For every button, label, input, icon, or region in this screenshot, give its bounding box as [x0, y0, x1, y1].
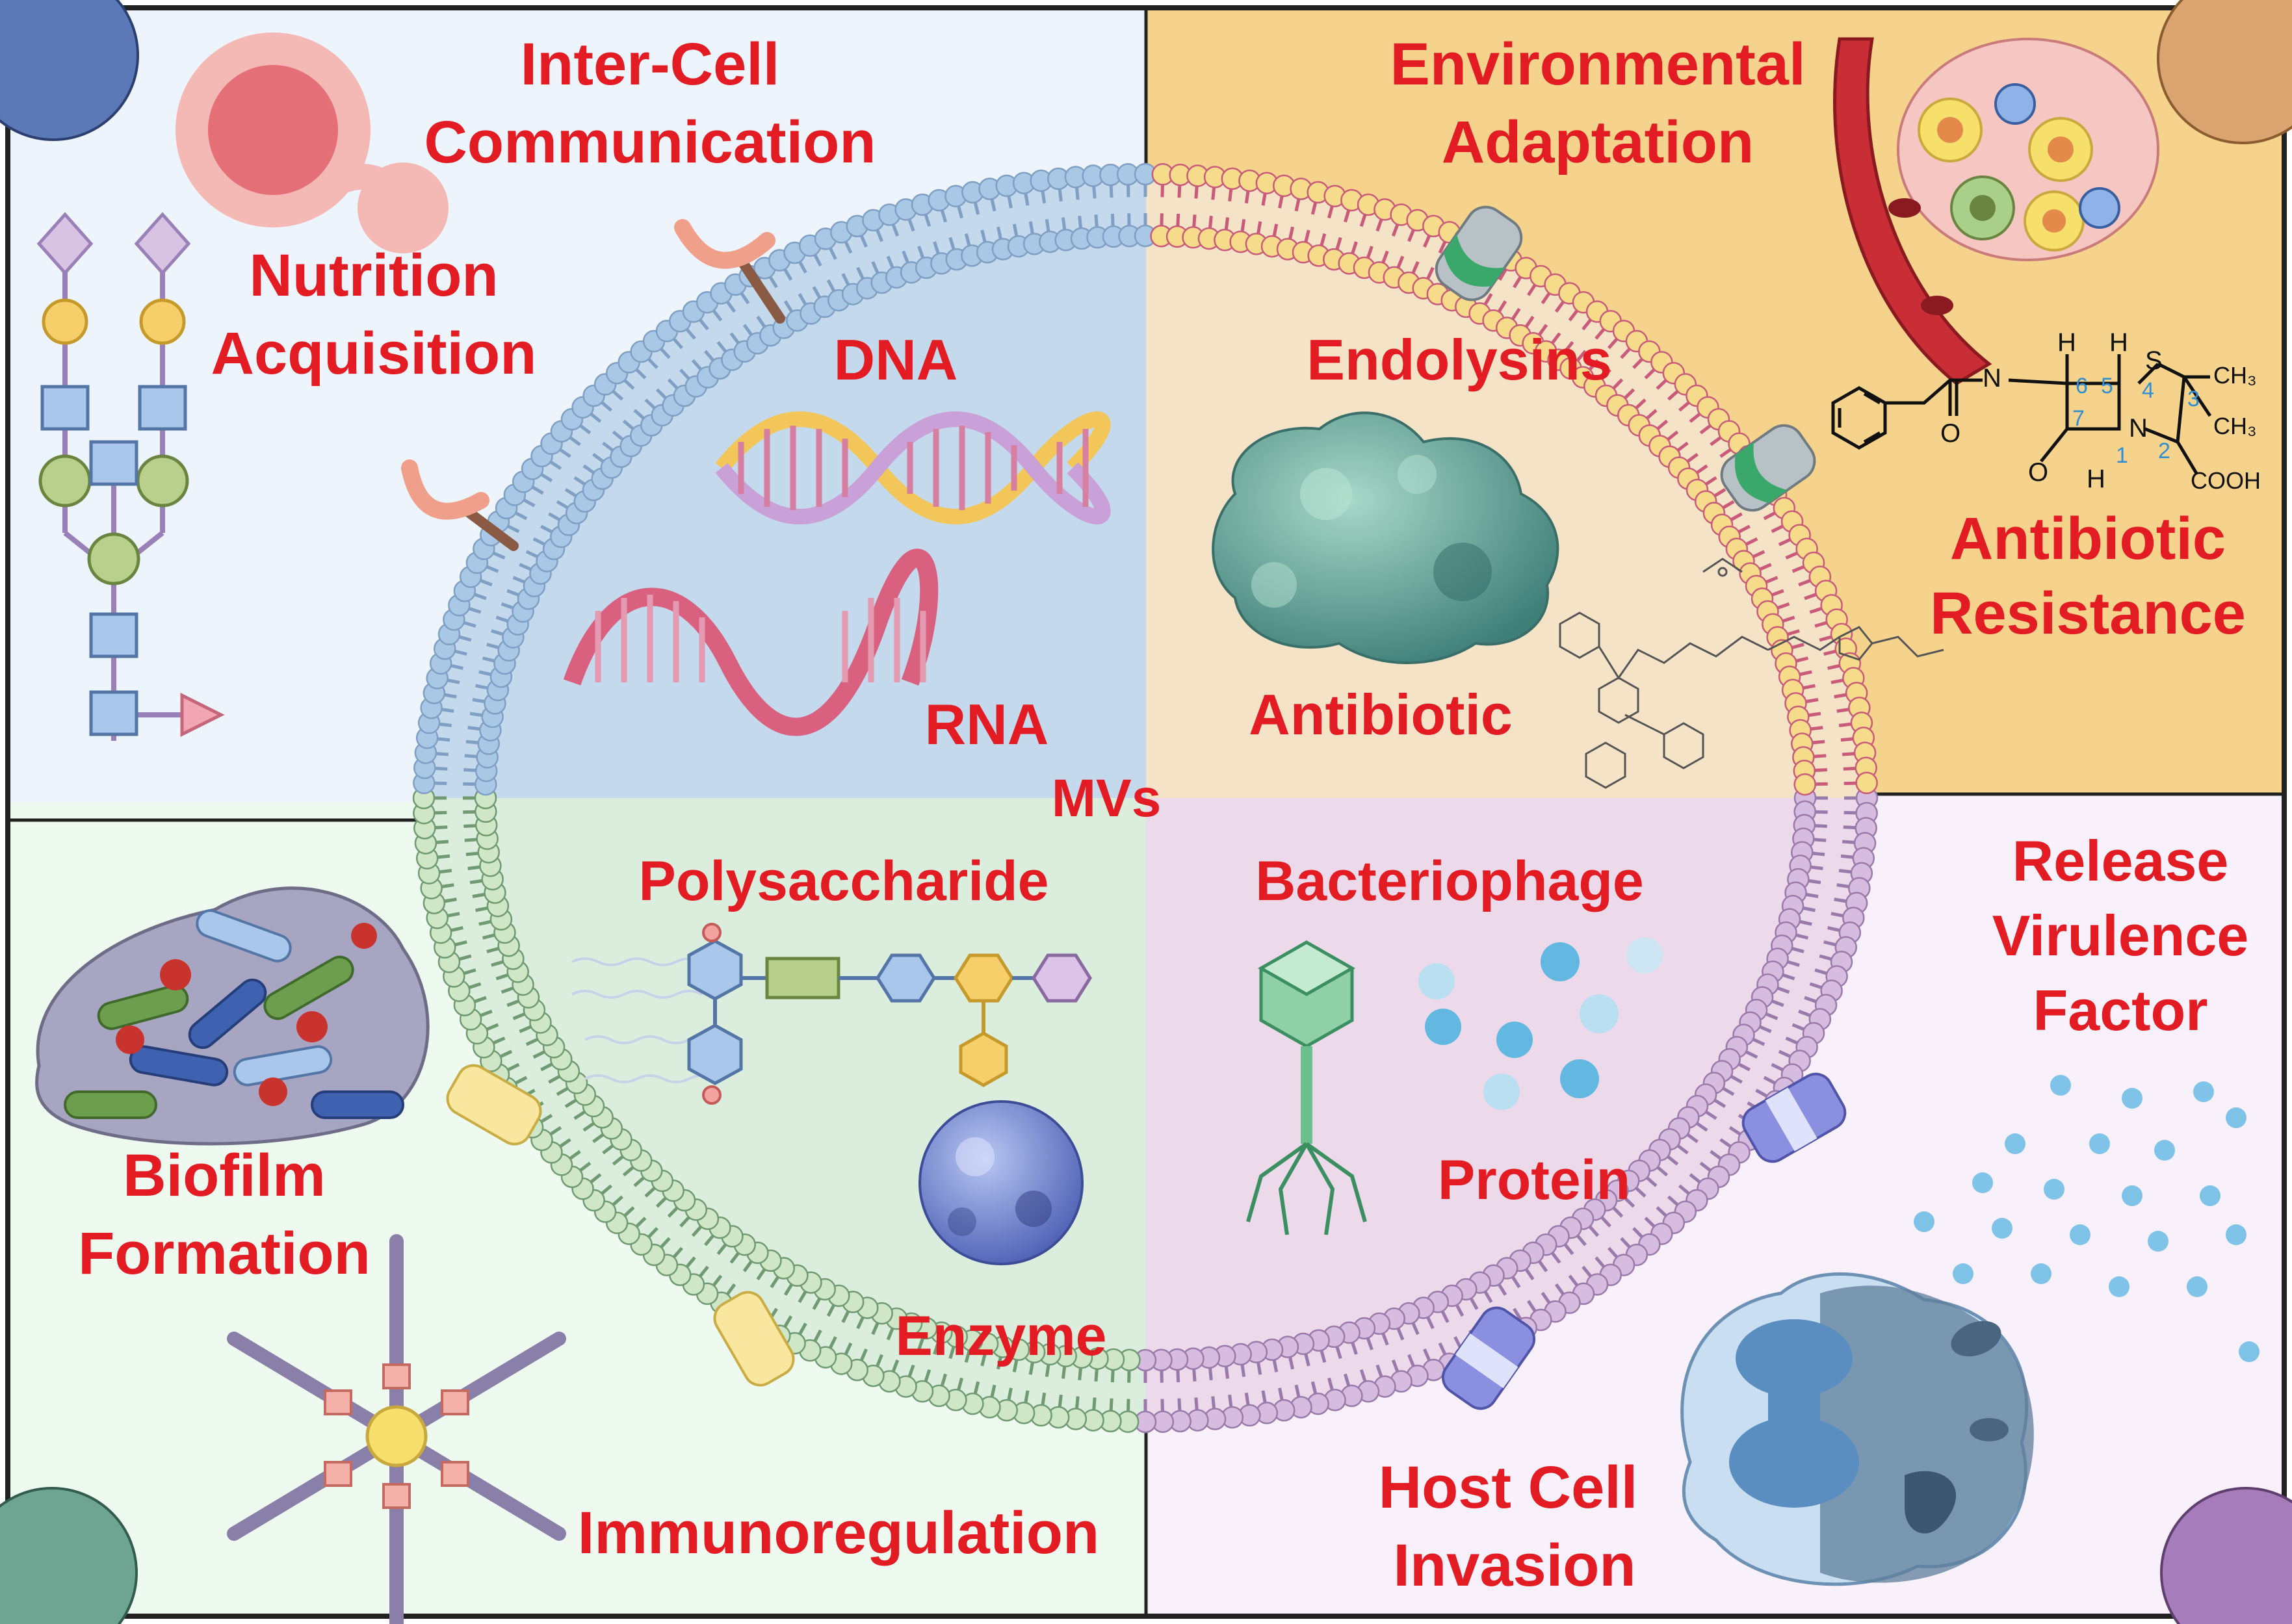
- label-immunoregulation: Immunoregulation: [578, 1500, 1099, 1566]
- label-biofilm-2: Formation: [78, 1220, 371, 1287]
- atom-ch3-side: CH₃: [2213, 413, 2257, 439]
- label-environmental-2: Adaptation: [1442, 109, 1754, 175]
- membrane-receptors: [401, 219, 785, 551]
- atom-s: S: [2145, 346, 2163, 375]
- center-label-mvs: MVs: [1052, 769, 1162, 828]
- label-inter-cell-2: Communication: [424, 109, 876, 175]
- immune-molecule-icon: [227, 1234, 566, 1624]
- ring-number-2: 2: [2158, 439, 2170, 463]
- antibiotic-molecule-icon: [1559, 558, 1944, 789]
- ring-number-3: 3: [2187, 387, 2200, 411]
- label-nutrition-1: Nutrition: [249, 242, 498, 309]
- lipid-head: [1855, 771, 1878, 795]
- label-endolysins: Endolysins: [1307, 328, 1611, 392]
- virulence-factor-dots: [1914, 1075, 2259, 1362]
- label-protein: Protein: [1438, 1149, 1630, 1211]
- label-antibiotic-resistance-2: Resistance: [1930, 580, 2246, 647]
- label-release-1: Release: [2012, 829, 2229, 893]
- lipid-head: [1793, 773, 1816, 796]
- protein-dots: [1418, 937, 1663, 1110]
- glycan-tree-units: [36, 212, 225, 738]
- label-release-2: Virulence: [1992, 903, 2249, 968]
- label-biofilm-1: Biofilm: [123, 1142, 326, 1209]
- channel-protein-bottom-left: [713, 1291, 795, 1387]
- atom-n-ring: N: [2129, 414, 2148, 443]
- bacteriophage-icon: [1246, 940, 1367, 1235]
- atom-o-bottom: O: [2028, 458, 2048, 487]
- channel-protein-top-2: [1720, 424, 1816, 512]
- atom-o-left: O: [1940, 419, 1960, 448]
- atom-ch3-top: CH₃: [2213, 362, 2257, 389]
- ring-number-7: 7: [2072, 406, 2085, 431]
- host-cell-icon: [1680, 1272, 2034, 1586]
- atom-h-top-1: H: [2057, 328, 2076, 357]
- lipid-bilayer-membrane: [412, 162, 1879, 1434]
- ring-number-1: 1: [2116, 443, 2128, 468]
- membrane-channels: [446, 205, 1847, 1410]
- label-dna: DNA: [834, 328, 958, 392]
- label-nutrition-2: Acquisition: [211, 320, 537, 387]
- tumor-tissue-icon: [1833, 37, 2159, 386]
- channel-protein-top-1: [1435, 205, 1523, 302]
- biofilm-icon: [35, 886, 430, 1146]
- channel-protein-right: [1741, 1072, 1847, 1163]
- receptor-left: [401, 459, 519, 551]
- label-host-cell-2: Invasion: [1393, 1532, 1635, 1599]
- endolysin-protein-icon: [1212, 411, 1559, 664]
- label-polysaccharide: Polysaccharide: [638, 850, 1048, 912]
- ring-number-4: 4: [2142, 378, 2154, 403]
- rna-strand-icon: [563, 548, 939, 736]
- diagram-labels: MVs DNA RNA Endolysins Antibiotic Polysa…: [78, 31, 2248, 1599]
- channel-protein-bottom-right: [1441, 1306, 1536, 1410]
- polysaccharide-chain-icon: [571, 923, 1092, 1105]
- ring-number-6: 6: [2076, 374, 2088, 398]
- dna-helix-icon: [715, 411, 1111, 524]
- label-bacteriophage: Bacteriophage: [1255, 850, 1643, 912]
- label-antibiotic: Antibiotic: [1249, 682, 1513, 747]
- label-enzyme: Enzyme: [895, 1305, 1106, 1367]
- label-rna: RNA: [925, 692, 1049, 756]
- ring-number-5: 5: [2101, 374, 2113, 398]
- receptor-top: [674, 219, 785, 324]
- label-inter-cell-1: Inter-Cell: [521, 31, 780, 97]
- label-host-cell-1: Host Cell: [1379, 1454, 1638, 1521]
- label-environmental-1: Environmental: [1390, 31, 1805, 97]
- enzyme-protein-icon: [918, 1100, 1084, 1265]
- atom-n-h: N: [1983, 364, 2001, 393]
- label-release-3: Factor: [2033, 978, 2208, 1042]
- channel-protein-left: [446, 1064, 542, 1146]
- atom-cooh: COOH: [2191, 467, 2261, 494]
- signaling-cell-icon: [176, 32, 449, 253]
- atom-h-bottom: H: [2087, 465, 2105, 493]
- penicillin-structure-icon: N H H S CH₃ CH₃ N O O H COOH 6 5 4 3 7 1…: [1831, 328, 2261, 494]
- atom-h-top-2: H: [2109, 328, 2128, 357]
- label-antibiotic-resistance-1: Antibiotic: [1950, 506, 2226, 572]
